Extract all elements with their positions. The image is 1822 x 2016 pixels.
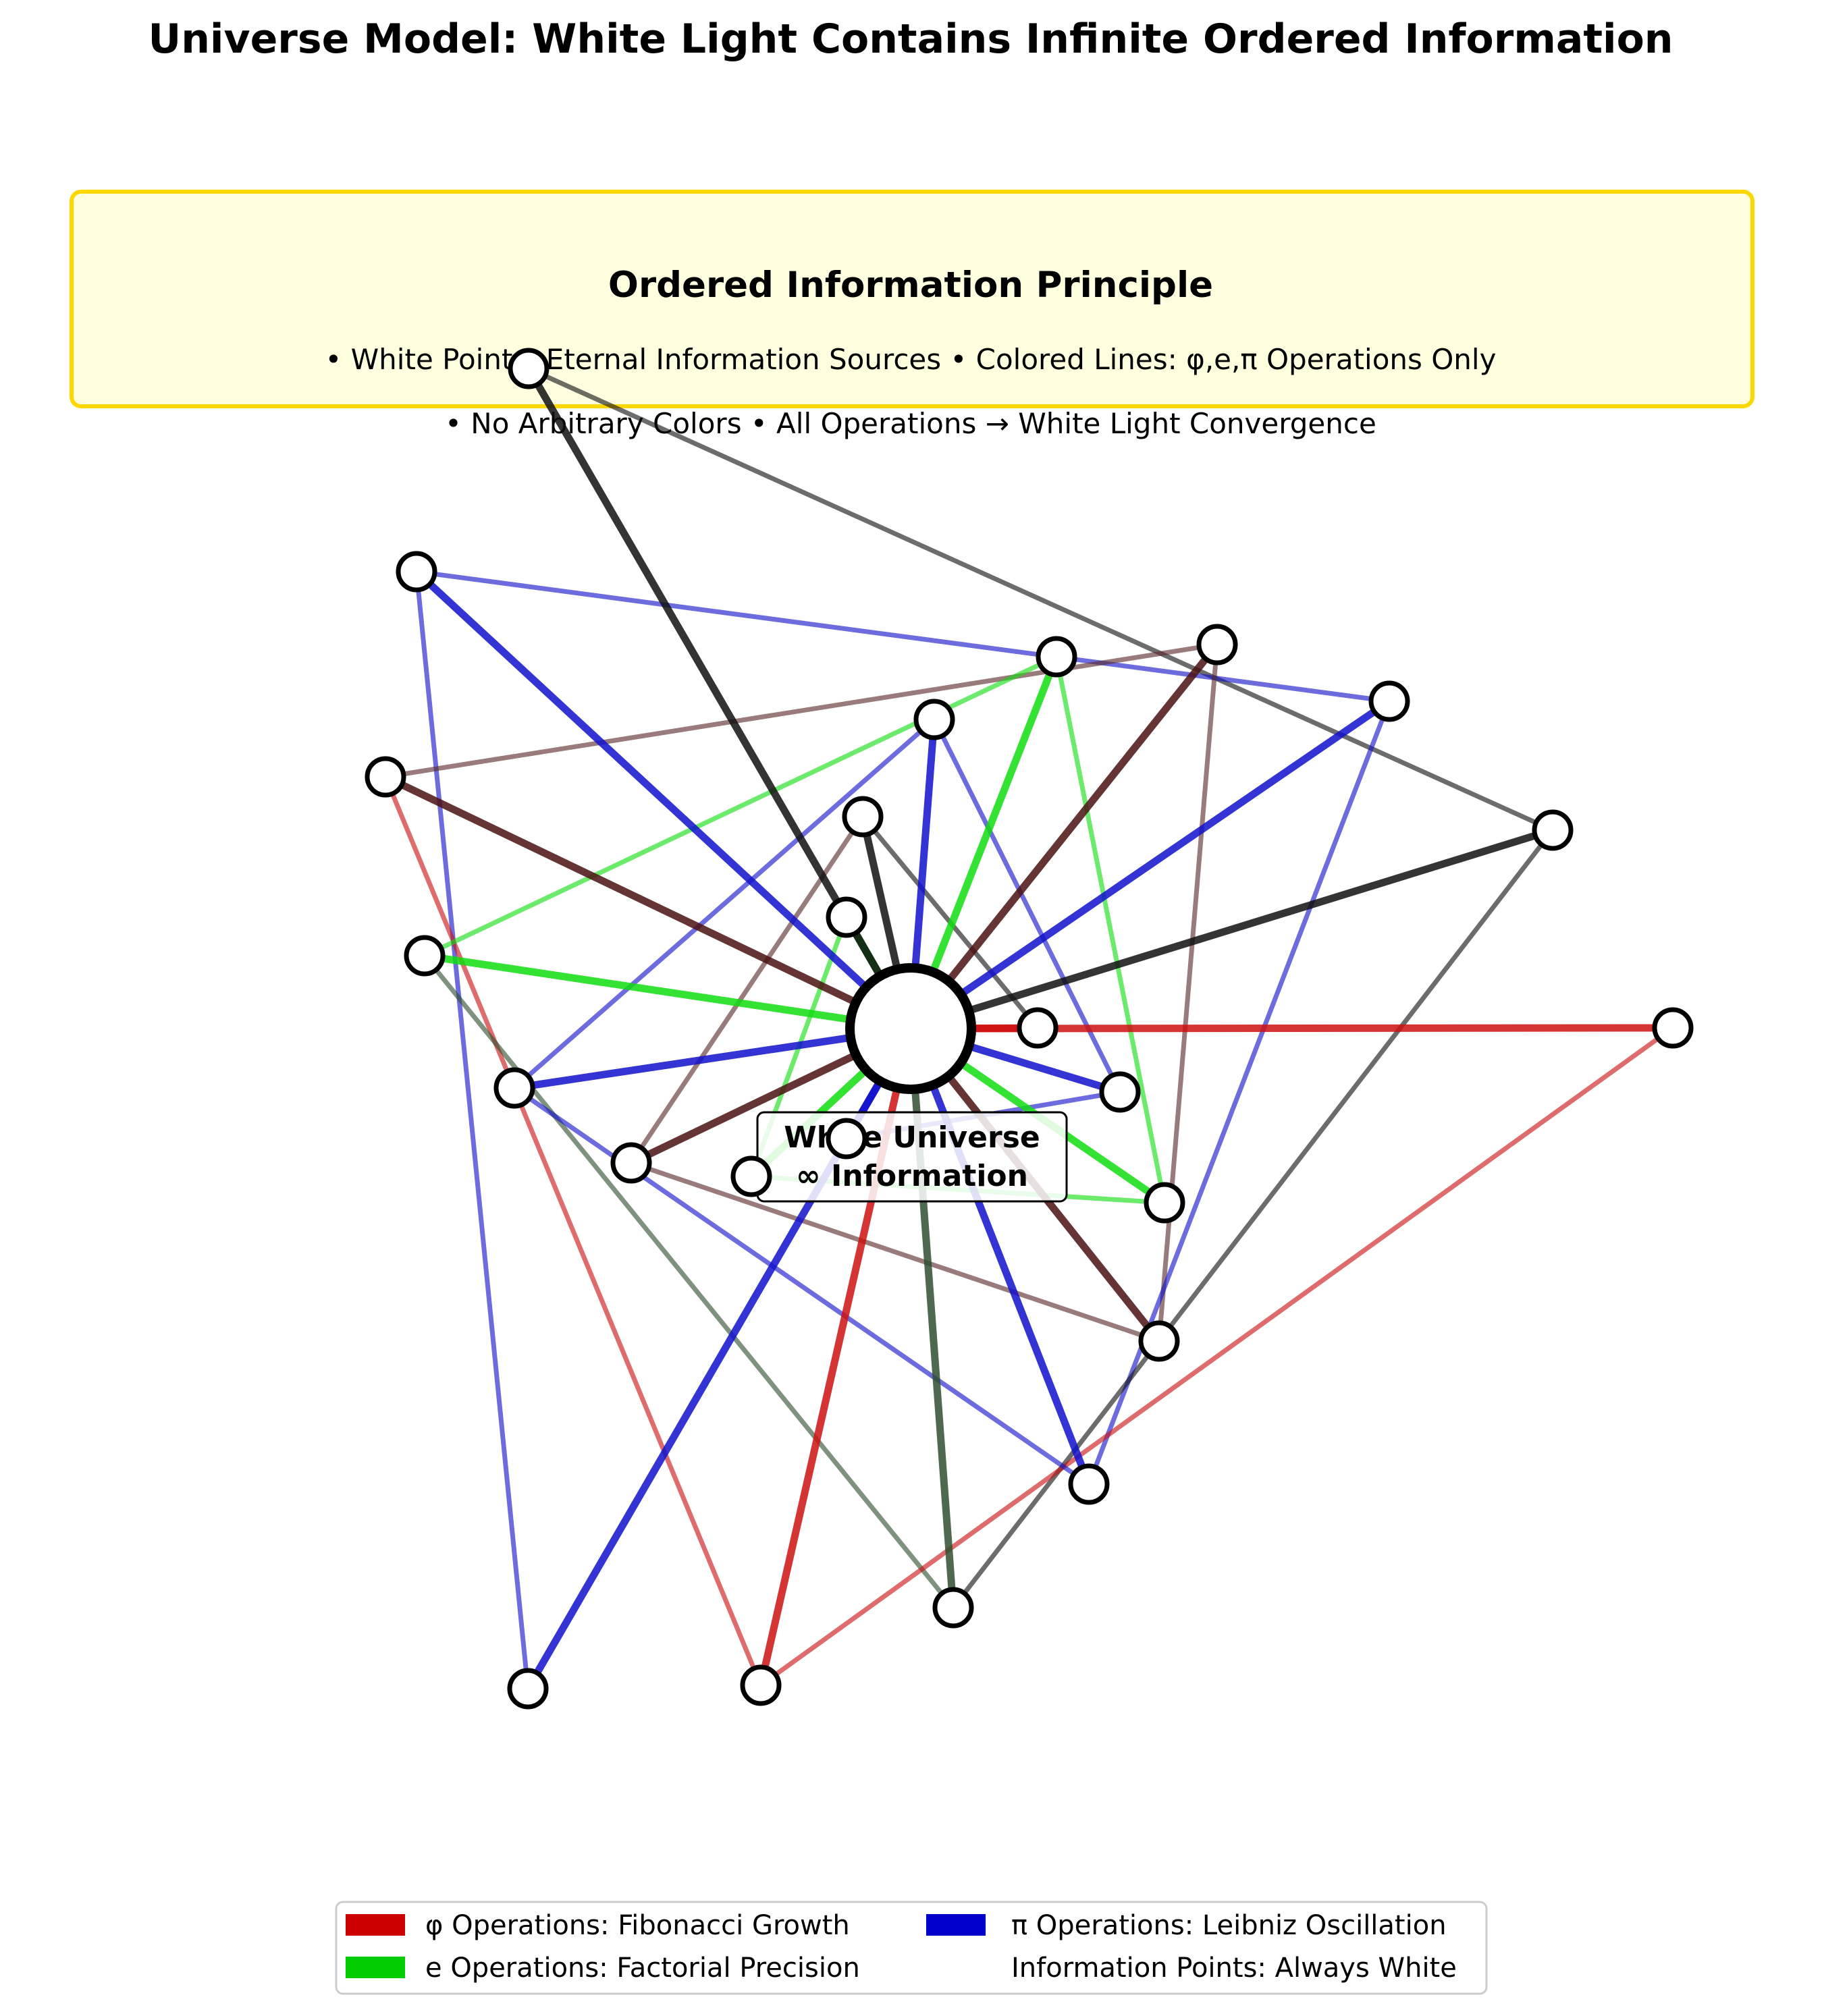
outer-operation-line: [422, 654, 1059, 958]
outer-operation-line: [512, 717, 937, 1091]
principle-heading: Ordered Information Principle: [608, 265, 1213, 306]
outer-operation-line: [383, 774, 763, 1688]
information-point: [1532, 809, 1574, 851]
information-point: [404, 935, 446, 977]
information-point: [507, 1668, 549, 1710]
outer-operation-line: [758, 1025, 1676, 1688]
information-point: [1368, 680, 1410, 722]
outer-operation-line: [422, 953, 956, 1610]
legend-swatch-pi: [926, 1914, 986, 1936]
legend-swatch-points: [926, 1957, 986, 1978]
outer-operation-line: [512, 1085, 1092, 1487]
outer-operation-line: [526, 366, 1555, 833]
spoke-operation-line: [907, 697, 1393, 1033]
legend-swatch-e: [346, 1957, 405, 1978]
information-point: [740, 1664, 782, 1706]
legend-label-points: Information Points: Always White: [1011, 1953, 1457, 1984]
spoke-operation-line: [907, 826, 1557, 1033]
information-point: [1196, 624, 1238, 665]
outer-operation-line: [383, 642, 1220, 780]
information-point: [913, 699, 955, 740]
information-point: [493, 1067, 535, 1109]
outer-operation-line: [414, 569, 531, 1691]
outer-operation-line: [1156, 642, 1220, 1344]
information-point: [365, 756, 406, 798]
information-point: [396, 551, 437, 593]
information-point: [1017, 1007, 1059, 1049]
center-label-line-2: ∞ Information: [796, 1159, 1028, 1193]
information-point: [842, 796, 884, 838]
legend-swatch-phi: [346, 1914, 405, 1936]
information-point: [826, 896, 867, 938]
legend: φ Operations: Fibonacci Growth e Operati…: [335, 1901, 1488, 1995]
information-point: [1068, 1463, 1110, 1505]
information-points: [365, 348, 1694, 1710]
spoke-operation-line: [907, 1025, 1093, 1488]
information-point: [730, 1155, 772, 1197]
outer-operation-line: [628, 1160, 1162, 1344]
spoke-operation-line: [421, 952, 915, 1033]
information-point: [1099, 1071, 1141, 1113]
information-point: [610, 1142, 652, 1184]
spoke-operation-line: [510, 1025, 915, 1092]
figure-title: Universe Model: White Light Contains Inf…: [148, 16, 1673, 63]
outer-operation-line: [414, 569, 1392, 704]
spoke-operation-line: [412, 568, 915, 1033]
information-points-foreground: [730, 1118, 867, 1197]
information-point: [1652, 1007, 1694, 1049]
legend-label-e: e Operations: Factorial Precision: [425, 1953, 860, 1984]
legend-frame: [335, 1901, 1488, 1995]
information-point: [1144, 1182, 1185, 1224]
information-point: [508, 348, 550, 389]
information-point: [826, 1118, 867, 1160]
information-point: [932, 1587, 974, 1629]
spoke-operation-line: [907, 653, 1061, 1033]
spoke-operation-line: [381, 773, 915, 1033]
outer-operation-line: [1086, 699, 1392, 1487]
principle-line-1: • White Points: Eternal Information Sour…: [325, 343, 1497, 376]
outer-operation-line: [1156, 827, 1555, 1344]
legend-label-phi: φ Operations: Fibonacci Growth: [425, 1910, 850, 1941]
central-universe-node: [845, 963, 976, 1094]
principle-line-2: • No Arbitrary Colors • All Operations →…: [445, 407, 1376, 440]
spoke-operation-line: [907, 641, 1221, 1033]
principle-box: [70, 190, 1754, 408]
information-point: [1036, 636, 1077, 678]
outer-operation-line: [1054, 654, 1167, 1205]
legend-label-pi: π Operations: Leibniz Oscillation: [1011, 1910, 1447, 1941]
center-label-line-1: White Universe: [784, 1120, 1040, 1155]
information-point: [1138, 1320, 1180, 1362]
